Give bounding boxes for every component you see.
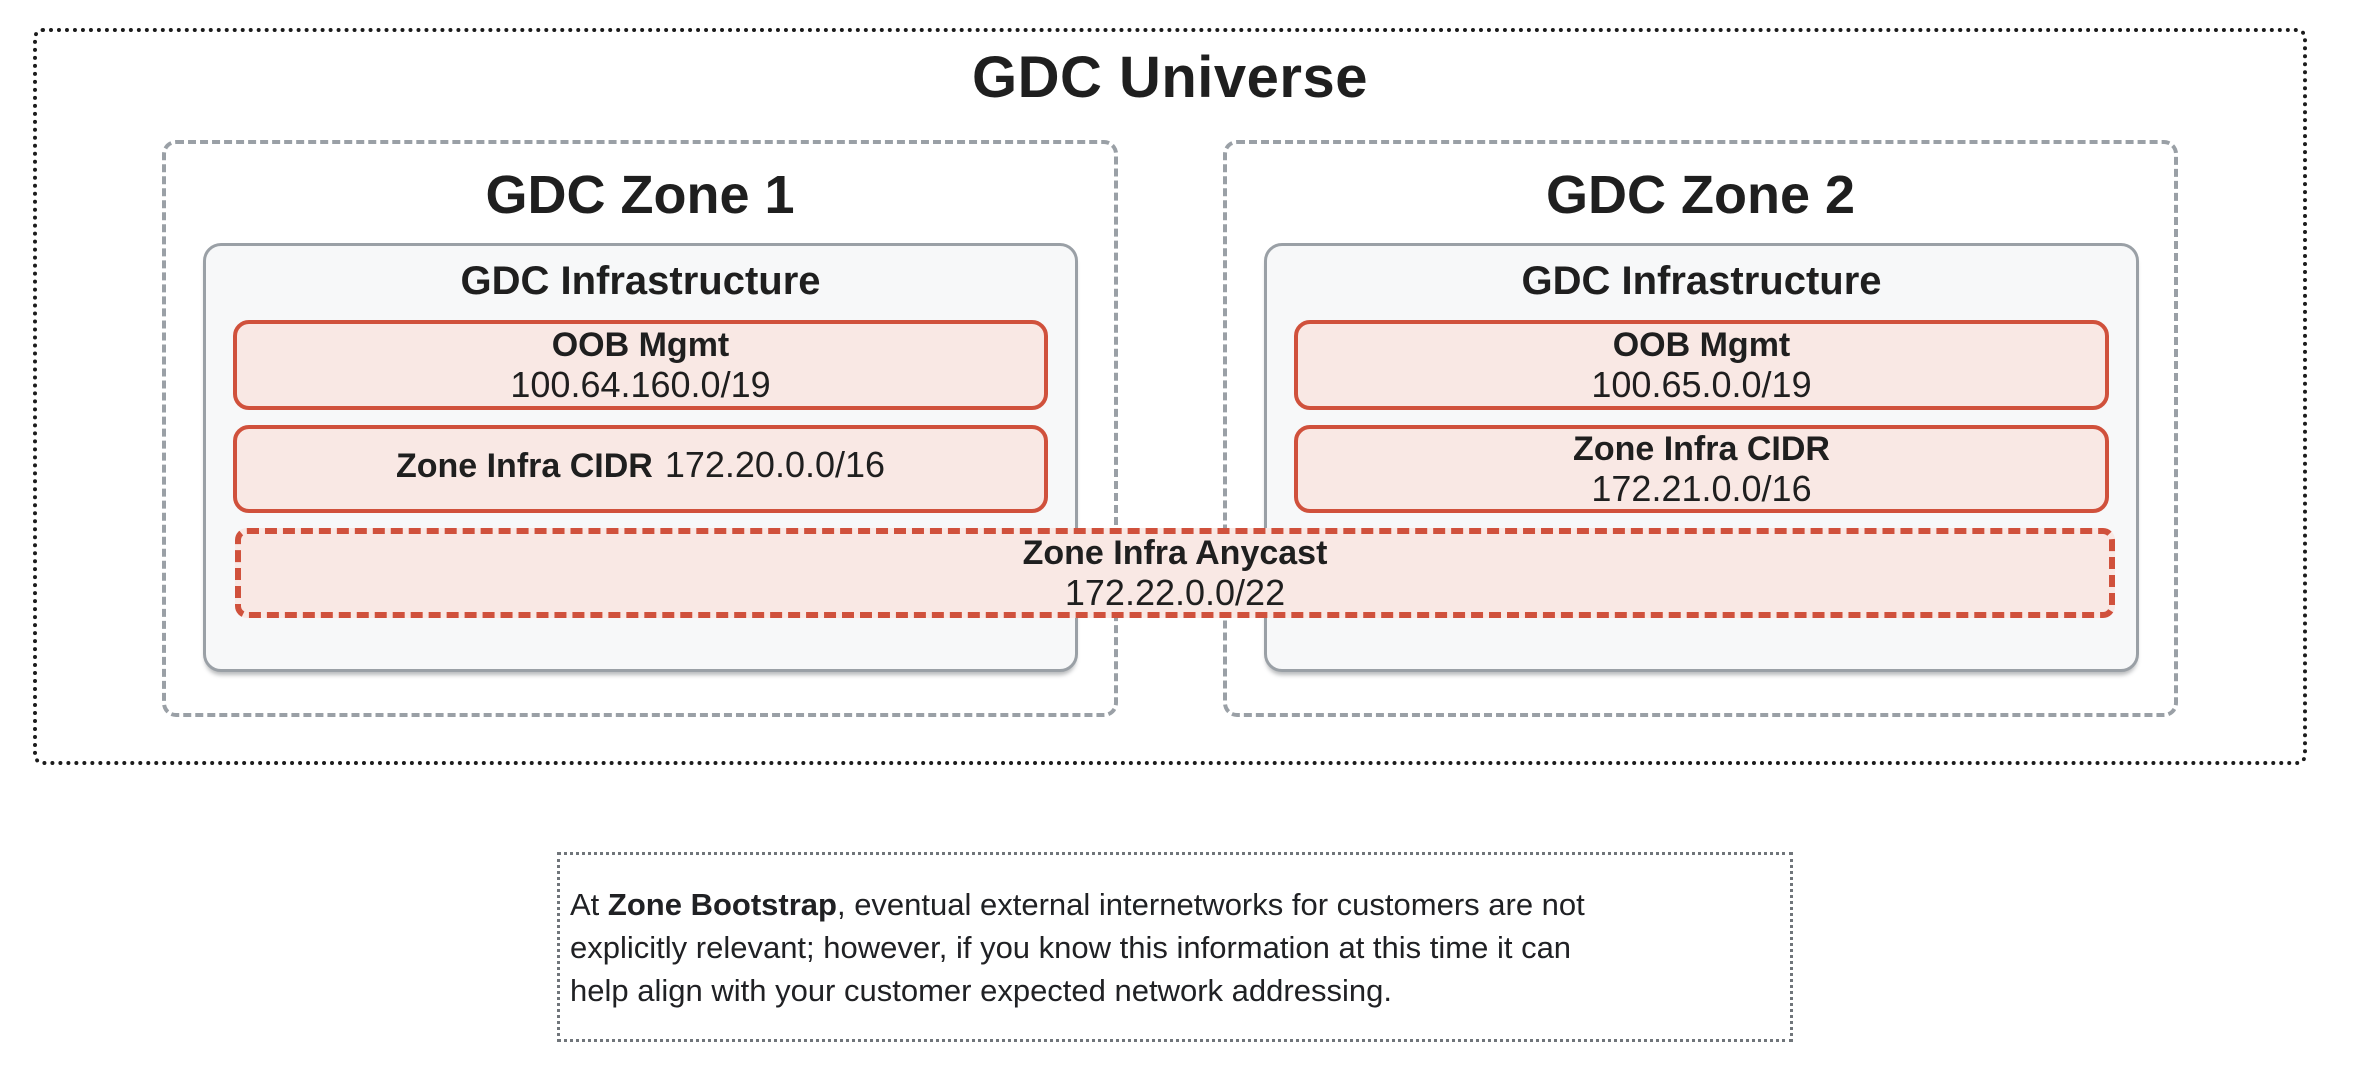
note-line-1-rest: , eventual external internetworks for cu… — [836, 886, 1585, 922]
gdc-zone-1-box: GDC Zone 1 GDC Infrastructure OOB Mgmt 1… — [162, 140, 1118, 717]
note-line-2: explicitly relevant; however, if you kno… — [570, 929, 1572, 965]
zone-1-oob-mgmt-box: OOB Mgmt 100.64.160.0/19 — [233, 320, 1048, 410]
zone-infra-anycast-label: Zone Infra Anycast — [1022, 534, 1328, 572]
note-line-1-prefix: At — [570, 886, 608, 922]
zone-2-oob-mgmt-cidr: 100.65.0.0/19 — [1591, 364, 1812, 405]
zone-1-infrastructure-title: GDC Infrastructure — [460, 259, 821, 303]
zone-bootstrap-note-box: At Zone Bootstrap, eventual external int… — [557, 852, 1793, 1042]
zone-2-oob-mgmt-box: OOB Mgmt 100.65.0.0/19 — [1294, 320, 2109, 410]
zone-1-infra-cidr-value: 172.20.0.0/16 — [664, 444, 886, 485]
zone-1-infra-cidr-box: Zone Infra CIDR 172.20.0.0/16 — [233, 425, 1048, 513]
gdc-zone-2-title: GDC Zone 2 — [1545, 165, 1856, 225]
note-line-1: At Zone Bootstrap, eventual external int… — [570, 883, 1776, 926]
zone-infra-anycast-cidr: 172.22.0.0/22 — [1064, 572, 1286, 613]
gdc-universe-title: GDC Universe — [971, 45, 1369, 110]
gdc-zone-2-box: GDC Zone 2 GDC Infrastructure OOB Mgmt 1… — [1223, 140, 2178, 717]
gdc-zone-1-title: GDC Zone 1 — [485, 165, 795, 225]
zone-2-infra-cidr-box: Zone Infra CIDR 172.21.0.0/16 — [1294, 425, 2109, 513]
zone-2-infrastructure-title: GDC Infrastructure — [1521, 259, 1882, 303]
note-line-3: help align with your customer expected n… — [570, 972, 1392, 1008]
zone-1-infra-cidr-line: Zone Infra CIDR 172.20.0.0/16 — [396, 445, 885, 493]
zone-2-infra-cidr-value: 172.21.0.0/16 — [1591, 468, 1812, 509]
zone-infra-anycast-box: Zone Infra Anycast 172.22.0.0/22 — [235, 528, 2115, 618]
zone-1-infra-cidr-label: Zone Infra CIDR — [395, 447, 653, 485]
gdc-universe-box — [33, 28, 2307, 765]
note-line-1-bold: Zone Bootstrap — [607, 886, 837, 922]
zone-2-infra-cidr-label: Zone Infra CIDR — [1573, 430, 1830, 468]
zone-1-oob-mgmt-label: OOB Mgmt — [551, 326, 730, 364]
zone-2-oob-mgmt-label: OOB Mgmt — [1612, 326, 1791, 364]
zone-1-oob-mgmt-cidr: 100.64.160.0/19 — [510, 364, 771, 405]
